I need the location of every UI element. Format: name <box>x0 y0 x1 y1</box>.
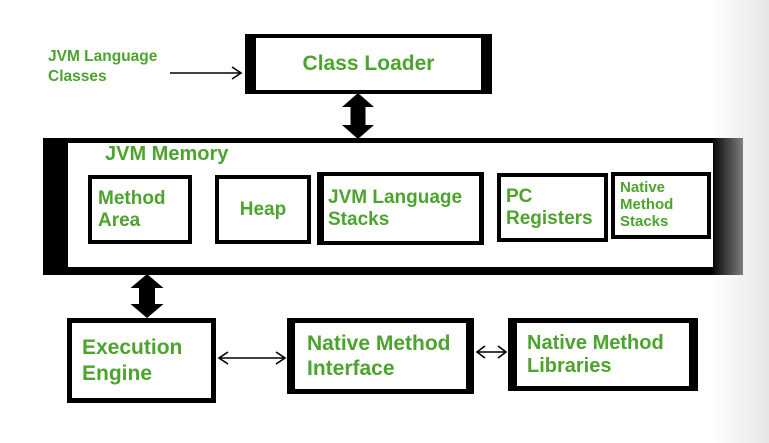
pc-registers-box: PC Registers <box>497 173 608 242</box>
memory-executionengine-double-arrow-icon <box>130 274 164 318</box>
page-edge-shadow <box>711 0 769 443</box>
native-method-libraries-box: Native Method Libraries <box>508 318 698 391</box>
classloader-memory-double-arrow-icon <box>342 93 374 139</box>
jvm-language-stacks-box: JVM Language Stacks <box>317 172 484 245</box>
nmi-nml-double-arrow-icon <box>475 345 508 359</box>
execution-engine-box: Execution Engine <box>67 318 216 403</box>
executionengine-nmi-double-arrow-icon <box>217 351 287 365</box>
method-area-box: Method Area <box>88 175 192 244</box>
native-method-stacks-box: Native Method Stacks <box>611 172 711 239</box>
classes-to-classloader-arrow-icon <box>170 66 243 80</box>
jvm-language-classes-label: JVM Language Classes <box>48 48 158 86</box>
heap-box: Heap <box>215 175 311 244</box>
jvm-memory-title: JVM Memory <box>105 143 229 165</box>
native-method-interface-box: Native Method Interface <box>287 318 474 394</box>
class-loader-box: Class Loader <box>245 34 492 94</box>
